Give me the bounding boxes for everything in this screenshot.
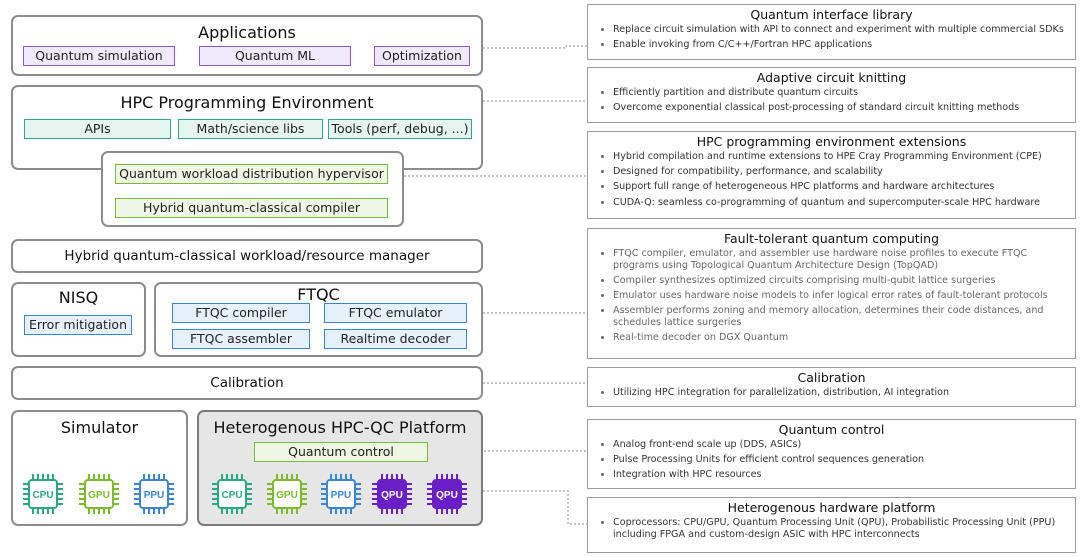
heterogenous-hardware-panel: Heterogenous hardware platform Coprocess… xyxy=(587,497,1076,553)
platform-title: Heterogenous HPC-QC Platform xyxy=(213,418,467,437)
cpu-chip-icon: CPU xyxy=(20,472,66,520)
bullet-list: Replace circuit simulation with API to c… xyxy=(588,24,1075,51)
ppu-chip-icon: PPU xyxy=(131,472,177,520)
bullet-item: Emulator uses hardware noise models to i… xyxy=(613,290,1071,302)
bullet-item: Efficiently partition and distribute qua… xyxy=(613,87,1071,99)
error-mitigation-chip: Error mitigation xyxy=(24,315,132,335)
bullet-item: Enable invoking from C/C++/Fortran HPC a… xyxy=(613,39,1071,51)
bullet-item: Overcome exponential classical post-proc… xyxy=(613,102,1071,114)
quantum-interface-library-panel: Quantum interface library Replace circui… xyxy=(587,4,1076,60)
ftqc-compiler-chip: FTQC compiler xyxy=(172,303,310,323)
platform-ppu-chip-icon: PPU xyxy=(318,472,364,520)
calibration-box: Calibration xyxy=(11,366,483,400)
gpu-chip-icon: GPU xyxy=(76,472,122,520)
bullet-list: Utilizing HPC integration for paralleliz… xyxy=(588,387,1075,399)
panel-title: Fault-tolerant quantum computing xyxy=(723,231,939,246)
panel-title: Quantum interface library xyxy=(750,7,913,22)
bullet-item: Utilizing HPC integration for paralleliz… xyxy=(613,387,1071,399)
applications-title: Applications xyxy=(198,23,296,42)
quantum-control-chip: Quantum control xyxy=(254,442,428,462)
panel-title: Calibration xyxy=(797,370,866,385)
math-libs-chip: Math/science libs xyxy=(178,119,323,139)
platform-gpu-chip-icon: GPU xyxy=(264,472,310,520)
bullet-item: Hybrid compilation and runtime extension… xyxy=(613,151,1071,163)
hpc-env-title: HPC Programming Environment xyxy=(120,93,374,112)
bullet-item: FTQC compiler, emulator, and assembler u… xyxy=(613,248,1071,272)
workload-manager-box: Hybrid quantum-classical workload/resour… xyxy=(11,239,483,273)
bullet-list: Hybrid compilation and runtime extension… xyxy=(588,151,1075,208)
bullet-item: Analog front-end scale up (DDS, ASICs) xyxy=(613,439,1071,451)
apis-chip: APIs xyxy=(24,119,171,139)
workload-manager-title: Hybrid quantum-classical workload/resour… xyxy=(64,248,430,264)
qpu-chip-icon: QPU xyxy=(369,472,415,520)
platform-cpu-chip-icon: CPU xyxy=(209,472,255,520)
nisq-title: NISQ xyxy=(58,288,99,307)
quantum-ml-chip: Quantum ML xyxy=(199,46,351,66)
panel-title: Heterogenous hardware platform xyxy=(727,500,936,515)
panel-title: HPC programming environment extensions xyxy=(696,134,967,149)
svg-text:QPU: QPU xyxy=(381,490,403,501)
ftqc-assembler-chip: FTQC assembler xyxy=(172,329,310,349)
bullet-item: Designed for compatibility, performance,… xyxy=(613,166,1071,178)
qpu-chip-icon-2: QPU xyxy=(424,472,470,520)
panel-title: Quantum control xyxy=(778,422,885,437)
bullet-item: Pulse Processing Units for efficient con… xyxy=(613,454,1071,466)
bullet-item: Replace circuit simulation with API to c… xyxy=(613,24,1071,36)
fault-tolerant-qc-panel: Fault-tolerant quantum computing FTQC co… xyxy=(587,228,1076,359)
calibration-panel: Calibration Utilizing HPC integration fo… xyxy=(587,367,1076,407)
bullet-list: FTQC compiler, emulator, and assembler u… xyxy=(588,248,1075,344)
bullet-item: Support full range of heterogeneous HPC … xyxy=(613,181,1071,193)
svg-text:GPU: GPU xyxy=(276,490,298,501)
svg-text:CPU: CPU xyxy=(32,490,53,501)
bullet-list: Coprocessors: CPU/GPU, Quantum Processin… xyxy=(588,517,1075,541)
bullet-item: Compiler synthesizes optimized circuits … xyxy=(613,275,1071,287)
svg-text:GPU: GPU xyxy=(88,490,110,501)
realtime-decoder-chip: Realtime decoder xyxy=(324,329,467,349)
svg-text:QPU: QPU xyxy=(436,490,458,501)
bullet-item: CUDA-Q: seamless co-programming of quant… xyxy=(613,197,1071,209)
ftqc-emulator-chip: FTQC emulator xyxy=(324,303,467,323)
hypervisor-chip: Quantum workload distribution hypervisor xyxy=(115,164,388,184)
bullet-item: Coprocessors: CPU/GPU, Quantum Processin… xyxy=(613,517,1071,541)
hpc-env-extensions-panel: HPC programming environment extensions H… xyxy=(587,131,1076,219)
svg-text:CPU: CPU xyxy=(221,490,242,501)
calibration-title: Calibration xyxy=(210,375,284,391)
quantum-simulation-chip: Quantum simulation xyxy=(23,46,175,66)
cpu-chip-icon-svg: CPU xyxy=(23,474,63,514)
connector-platform xyxy=(483,490,587,525)
bullet-item: Real-time decoder on DGX Quantum xyxy=(613,332,1071,344)
quantum-control-panel: Quantum control Analog front-end scale u… xyxy=(587,419,1076,489)
bullet-list: Efficiently partition and distribute qua… xyxy=(588,87,1075,114)
svg-text:PPU: PPU xyxy=(331,490,352,501)
simulator-title: Simulator xyxy=(60,418,139,437)
adaptive-circuit-knitting-panel: Adaptive circuit knitting Efficiently pa… xyxy=(587,67,1076,123)
bullet-item: Assembler performs zoning and memory all… xyxy=(613,305,1071,329)
optimization-chip: Optimization xyxy=(374,46,470,66)
ftqc-title: FTQC xyxy=(297,285,340,304)
bullet-list: Analog front-end scale up (DDS, ASICs) P… xyxy=(588,439,1075,481)
bullet-item: Integration with HPC resources xyxy=(613,469,1071,481)
tools-chip: Tools (perf, debug, ...) xyxy=(328,119,472,139)
hybrid-compiler-chip: Hybrid quantum-classical compiler xyxy=(115,198,388,218)
panel-title: Adaptive circuit knitting xyxy=(756,70,907,85)
connector-applications xyxy=(483,45,587,49)
svg-text:PPU: PPU xyxy=(144,490,165,501)
